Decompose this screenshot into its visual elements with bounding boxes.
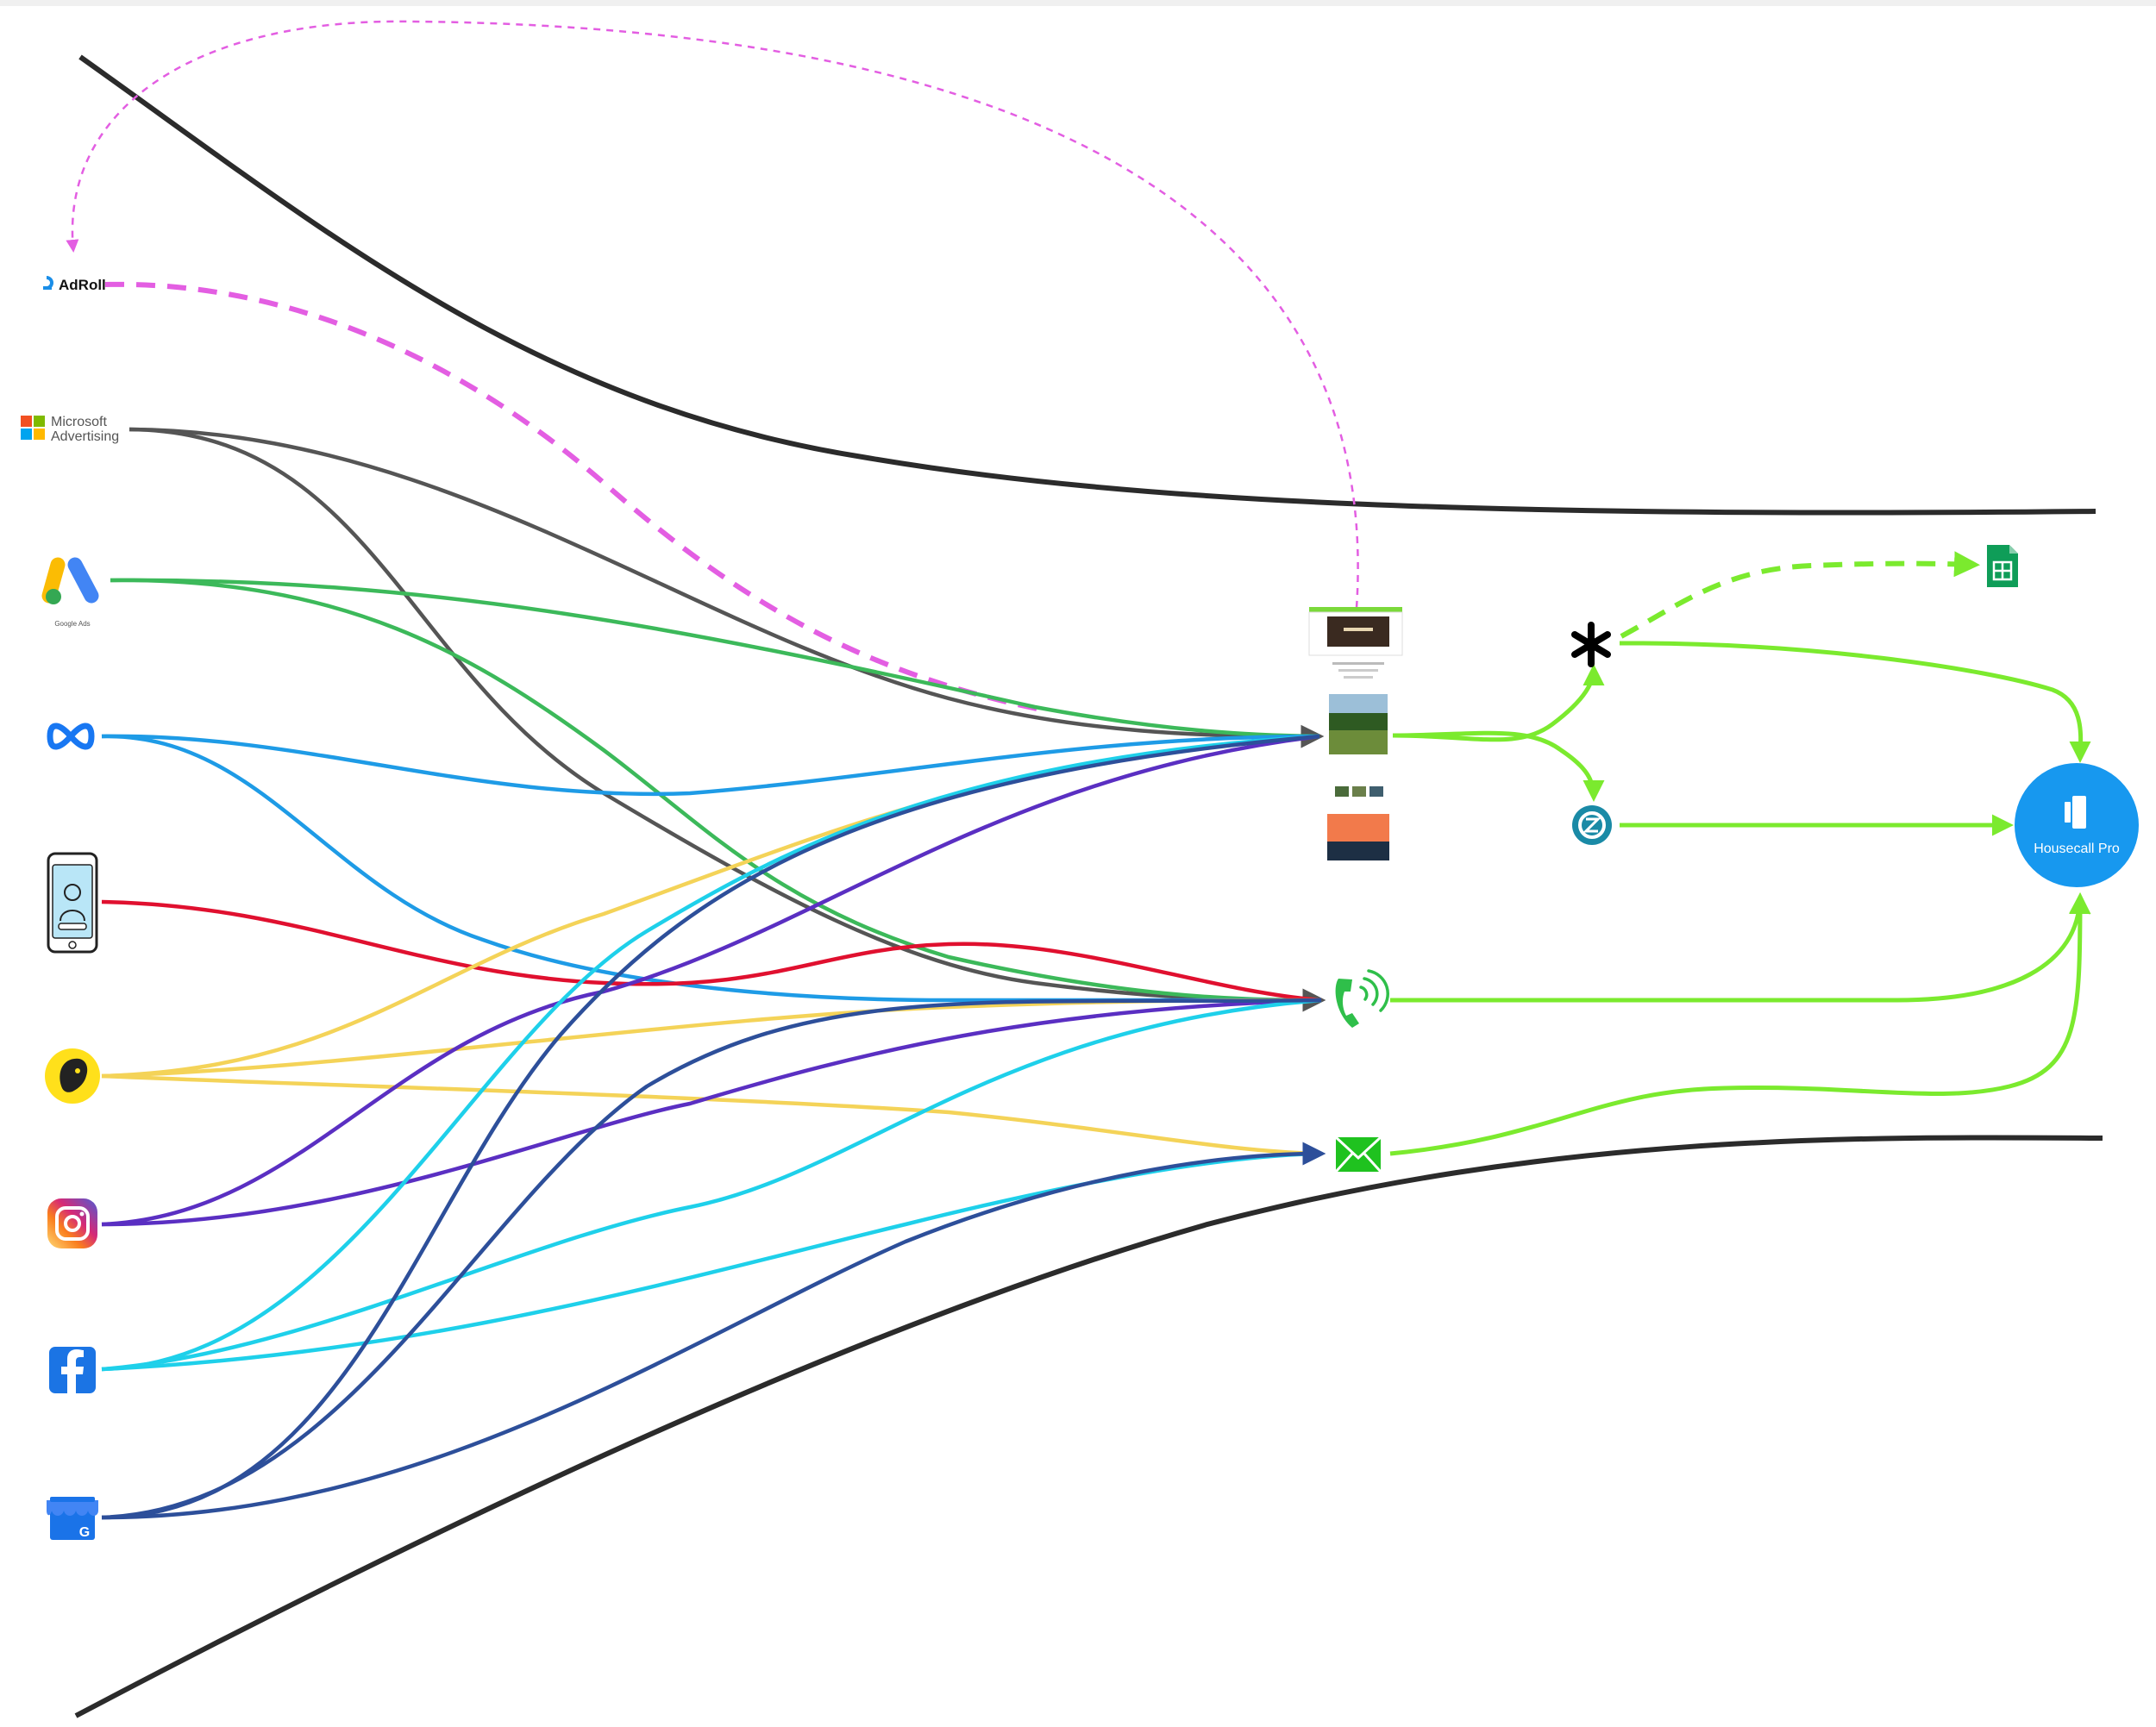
instagram-flash [79,1211,85,1217]
phone-contact-body [60,910,85,922]
phone-call-icon[interactable] [1335,969,1389,1028]
microsoft-label-line1: Microsoft [51,415,107,429]
adroll-label: AdRoll [59,277,106,293]
website-footer-banner [1327,814,1389,842]
ms-square-blue [21,429,32,440]
phone-handset-icon [1335,979,1359,1028]
gmb-awning [47,1500,98,1516]
housecall-pro-logo[interactable]: Housecall Pro [2015,763,2139,887]
facebook-to-email-flow [101,1151,1322,1372]
website-footer-dark [1327,842,1389,860]
funnel-top-curve [78,54,2096,516]
mailchimp-to-email-flow [101,1073,1322,1156]
instagram-logo[interactable] [47,1198,97,1248]
housecall-label: Housecall Pro [2034,842,2120,856]
phone-app-icon[interactable] [47,852,98,954]
google-business-to-email-flow [101,1142,1326,1520]
adroll-logo[interactable]: AdRoll [43,276,106,293]
adroll-loop-arrow [66,20,1359,609]
housecall-door-icon [2072,796,2086,829]
adroll-dashed-flow [104,281,1042,712]
google-ads-green-dot [46,589,61,604]
phone-wave-2 [1363,977,1379,1006]
mailchimp-logo[interactable] [45,1048,100,1104]
microsoft-to-website-flow [128,427,1325,748]
google-business-to-phone-flow [101,998,1322,1520]
website-gallery-2 [1352,786,1366,797]
phone-wave-3 [1367,969,1389,1012]
website-to-asterisk-flow [1392,664,1605,742]
website-text-row-2 [1338,669,1378,672]
mailchimp-freddie-icon [60,1058,88,1092]
website-hero-caption [1344,628,1373,631]
phone-wave-1 [1359,986,1369,1001]
zoom-z-icon [1583,817,1601,833]
website-thumbnail[interactable] [1308,607,1403,860]
google-ads-to-website-flow [110,578,1320,739]
microsoft-logo[interactable]: Microsoft Advertising [21,415,119,444]
ms-square-yellow [34,429,45,440]
website-gallery-1 [1335,786,1349,797]
funnel-bottom-curve [74,1135,2103,1718]
housecall-door-panel [2065,802,2071,823]
meta-infinity-icon [47,723,95,750]
instagram-square [47,1198,97,1248]
sheets-fold [2009,545,2018,554]
meta-logo[interactable] [47,723,95,750]
phone-call-bar [58,923,87,930]
asterisk-to-sheets-flow [1620,551,1980,639]
microsoft-label-line2: Advertising [51,429,119,444]
phone-to-housecall-flow [1390,892,2090,1003]
gmb-awning-top [50,1497,95,1502]
google-ads-label: Google Ads [54,620,90,628]
ms-square-green [34,416,45,427]
facebook-logo[interactable] [49,1347,96,1393]
asterisk-to-housecall-flow [1619,641,2091,763]
instagram-lens [64,1215,81,1232]
google-ads-blue-bar [67,557,99,604]
gmb-store-body [50,1511,95,1540]
instagram-to-website-flow [101,734,1320,1227]
website-header-band [1309,607,1402,612]
website-photo-trees [1329,713,1388,730]
facebook-to-website-flow [101,734,1320,1372]
asterisk-stroke-d2 [1571,631,1611,658]
website-text-row-1 [1332,662,1384,665]
zoom-ring [1578,811,1606,839]
google-ads-logo[interactable]: Google Ads [41,557,99,628]
website-hero-image [1327,616,1389,647]
instagram-to-phone-flow [101,998,1322,1227]
microsoft-to-phone-flow [128,427,1326,1012]
google-ads-to-phone-flow [110,578,1322,1003]
phone-home-button [68,941,77,949]
website-gallery-3 [1369,786,1383,797]
google-business-logo[interactable]: G [47,1497,98,1540]
mailchimp-eye [75,1068,80,1073]
facebook-to-phone-flow [101,998,1322,1372]
phone-app-to-phone-flow [101,899,1322,1003]
meta-to-website-flow [101,734,1320,797]
email-flap [1334,1136,1382,1161]
website-to-zoom-flow [1392,730,1605,802]
asterisk-icon[interactable] [1571,622,1611,667]
top-bar [0,0,2156,6]
google-sheets-icon[interactable] [1987,545,2018,587]
zoom-icon[interactable] [1572,805,1612,845]
facebook-f-icon [61,1349,84,1393]
website-photo-sky [1329,694,1388,713]
meta-to-phone-flow [101,734,1321,1003]
phone-screen [52,864,93,939]
ms-square-red [21,416,32,427]
instagram-frame [55,1206,90,1241]
email-to-housecall-flow [1389,892,2091,1156]
email-icon[interactable] [1334,1136,1382,1173]
email-lower-fold [1334,1152,1382,1173]
website-text-row-3 [1344,676,1373,679]
phone-contact-head [64,884,81,901]
google-business-to-website-flow [101,734,1320,1520]
gmb-g-label: G [79,1525,90,1540]
